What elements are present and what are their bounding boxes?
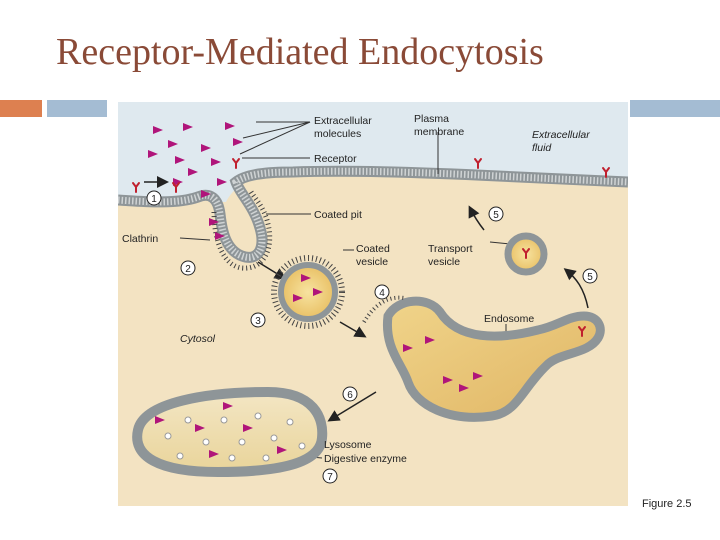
label-transport-vesicle-1: Transport — [428, 243, 473, 255]
step-1: 1 — [151, 194, 157, 205]
label-endosome: Endosome — [484, 313, 534, 325]
label-transport-vesicle-2: vesicle — [428, 256, 460, 268]
step-7: 7 — [327, 472, 333, 483]
label-digestive-enzyme: Digestive enzyme — [324, 453, 407, 465]
step-6: 6 — [347, 390, 353, 401]
coated-vesicle — [278, 262, 338, 322]
clathrin-coat — [211, 188, 273, 271]
label-extracellular-molecules-2: molecules — [314, 128, 361, 140]
step-4: 4 — [379, 288, 385, 299]
label-clathrin: Clathrin — [122, 233, 158, 245]
label-extracellular-fluid-2: fluid — [532, 142, 552, 154]
label-cytosol: Cytosol — [180, 333, 216, 345]
label-coated-pit: Coated pit — [314, 209, 362, 221]
step-2: 2 — [185, 264, 191, 275]
accent-bar-blue-right — [630, 100, 720, 117]
endosome — [382, 296, 605, 422]
step-3: 3 — [255, 316, 261, 327]
accent-bar-blue-left — [47, 100, 107, 117]
label-lysosome: Lysosome — [324, 439, 372, 451]
label-extracellular-molecules-1: Extracellular — [314, 115, 372, 127]
label-extracellular-fluid-1: Extracellular — [532, 129, 590, 141]
label-receptor: Receptor — [314, 153, 357, 165]
step-5a: 5 — [493, 210, 499, 221]
label-plasma-membrane-1: Plasma — [414, 113, 449, 125]
digestive-enzymes — [164, 412, 306, 462]
lysosome — [132, 386, 328, 478]
label-coated-vesicle-2: vesicle — [356, 256, 388, 268]
label-coated-vesicle-1: Coated — [356, 243, 390, 255]
slide-title: Receptor-Mediated Endocytosis — [56, 31, 544, 73]
endocytosis-diagram: 1 2 3 4 5 5 6 7 Extracellular molecules … — [117, 102, 629, 506]
endocytosis-figure: 1 2 3 4 5 5 6 7 Extracellular molecules … — [117, 102, 629, 506]
step-5b: 5 — [587, 272, 593, 283]
accent-bar-orange — [0, 100, 42, 117]
label-plasma-membrane-2: membrane — [414, 126, 464, 138]
figure-caption: Figure 2.5 — [642, 498, 692, 510]
